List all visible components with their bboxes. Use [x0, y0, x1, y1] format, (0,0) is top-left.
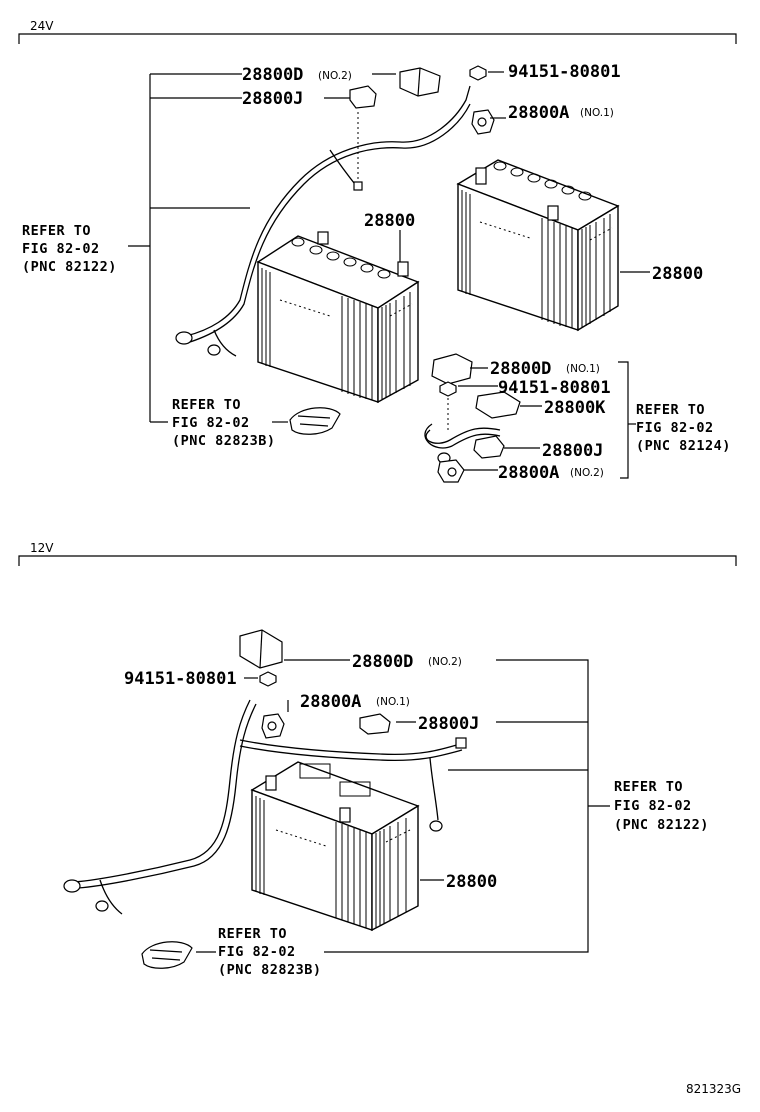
ref-line2: FIG 82-02 — [218, 944, 296, 960]
ref-line1: REFER TO — [218, 926, 287, 942]
part-note: (NO.1) — [580, 107, 614, 119]
part-number: 28800A — [498, 463, 559, 483]
leader-lines-24v — [128, 71, 650, 479]
label-24v-28800d-no2: 28800D (NO.2) — [242, 65, 352, 85]
label-24v-94151-top: 94151-80801 — [508, 62, 621, 82]
battery-24v-right — [456, 159, 620, 332]
nut-94151-12v-icon — [259, 671, 277, 687]
reference-12v-clamp: REFER TO FIG 82-02 (PNC 82823B) — [218, 926, 322, 978]
ref-line2: FIG 82-02 — [172, 415, 250, 431]
label-12v-28800: 28800 — [446, 872, 497, 892]
terminal-cover-28800d-no2-12v-icon — [239, 629, 283, 669]
ref-line3: (PNC 82122) — [22, 259, 117, 275]
ref-line3: (PNC 82122) — [614, 817, 709, 833]
battery-24v-left — [256, 231, 420, 404]
section-label-24v: 24V — [30, 19, 54, 33]
part-number: 28800D — [490, 359, 551, 379]
part-number: 28800A — [508, 103, 569, 123]
ref-line1: REFER TO — [614, 779, 683, 795]
terminal-cover-28800d-no1-icon — [431, 353, 473, 385]
section-24v: 24V — [18, 19, 737, 44]
reference-24v-clamp: REFER TO FIG 82-02 (PNC 82823B) — [172, 397, 276, 449]
hold-down-clamp-24v-icon — [289, 407, 341, 435]
label-12v-94151: 94151-80801 — [124, 669, 237, 689]
cable-24v-jumper — [424, 423, 501, 464]
label-24v-28800d-no1: 28800D (NO.1) — [490, 359, 600, 379]
ref-line2: FIG 82-02 — [614, 798, 692, 814]
hold-down-clamp-12v-icon — [141, 941, 193, 969]
ref-line2: FIG 82-02 — [636, 420, 714, 436]
part-number: 28800D — [242, 65, 303, 85]
section-label-12v: 12V — [30, 541, 54, 555]
clamp-28800j-top-icon — [349, 85, 377, 180]
reference-24v-right: REFER TO FIG 82-02 (PNC 82124) — [636, 402, 731, 454]
ref-line1: REFER TO — [172, 397, 241, 413]
part-note: (NO.2) — [570, 467, 604, 479]
terminal-28800a-no1-12v-icon — [261, 713, 285, 739]
part-number: 28800A — [300, 692, 361, 712]
part-note: (NO.2) — [428, 656, 462, 668]
ref-line1: REFER TO — [636, 402, 705, 418]
reference-24v-left: REFER TO FIG 82-02 (PNC 82122) — [22, 223, 117, 275]
label-12v-28800j: 28800J — [418, 714, 479, 734]
ref-line3: (PNC 82823B) — [218, 962, 322, 978]
part-note: (NO.2) — [318, 70, 352, 82]
part-note: (NO.1) — [376, 696, 410, 708]
ref-line3: (PNC 82124) — [636, 438, 731, 454]
label-24v-94151-mid: 94151-80801 — [498, 378, 611, 398]
label-24v-28800j-mid: 28800J — [542, 441, 603, 461]
ref-line3: (PNC 82823B) — [172, 433, 276, 449]
cable-24v-main — [175, 85, 471, 357]
part-number: 28800D — [352, 652, 413, 672]
cable-12v-negative — [63, 699, 257, 915]
clamp-28800j-mid-icon — [473, 435, 505, 459]
battery-12v — [250, 761, 420, 932]
label-24v-28800a-no2: 28800A (NO.2) — [498, 463, 604, 483]
label-12v-28800a-no1: 28800A (NO.1) — [300, 692, 410, 712]
terminal-28800a-no2-icon — [437, 459, 465, 483]
cable-12v-positive — [239, 737, 467, 832]
section-bracket-24v — [18, 33, 737, 44]
ref-line1: REFER TO — [22, 223, 91, 239]
cover-28800k-icon — [475, 391, 521, 419]
terminal-28800a-no1-icon — [471, 109, 495, 135]
ref-line2: FIG 82-02 — [22, 241, 100, 257]
label-24v-28800-right: 28800 — [652, 264, 703, 284]
label-12v-28800d-no2: 28800D (NO.2) — [352, 652, 462, 672]
label-24v-28800a-no1: 28800A (NO.1) — [508, 103, 614, 123]
clamp-28800j-12v-icon — [359, 713, 391, 735]
terminal-cover-28800d-no2-icon — [399, 67, 441, 97]
section-bracket-12v — [18, 555, 737, 566]
nut-94151-top-icon — [469, 65, 487, 81]
label-24v-28800k: 28800K — [544, 398, 606, 418]
part-note: (NO.1) — [566, 363, 600, 375]
leader-lines-12v — [196, 659, 610, 953]
nut-94151-mid-icon — [439, 381, 457, 430]
reference-12v-right: REFER TO FIG 82-02 (PNC 82122) — [614, 779, 709, 833]
label-24v-28800-left: 28800 — [364, 211, 415, 231]
label-24v-28800j-top: 28800J — [242, 89, 303, 109]
section-12v: 12V — [18, 541, 737, 566]
figure-code: 821323G — [686, 1082, 741, 1096]
